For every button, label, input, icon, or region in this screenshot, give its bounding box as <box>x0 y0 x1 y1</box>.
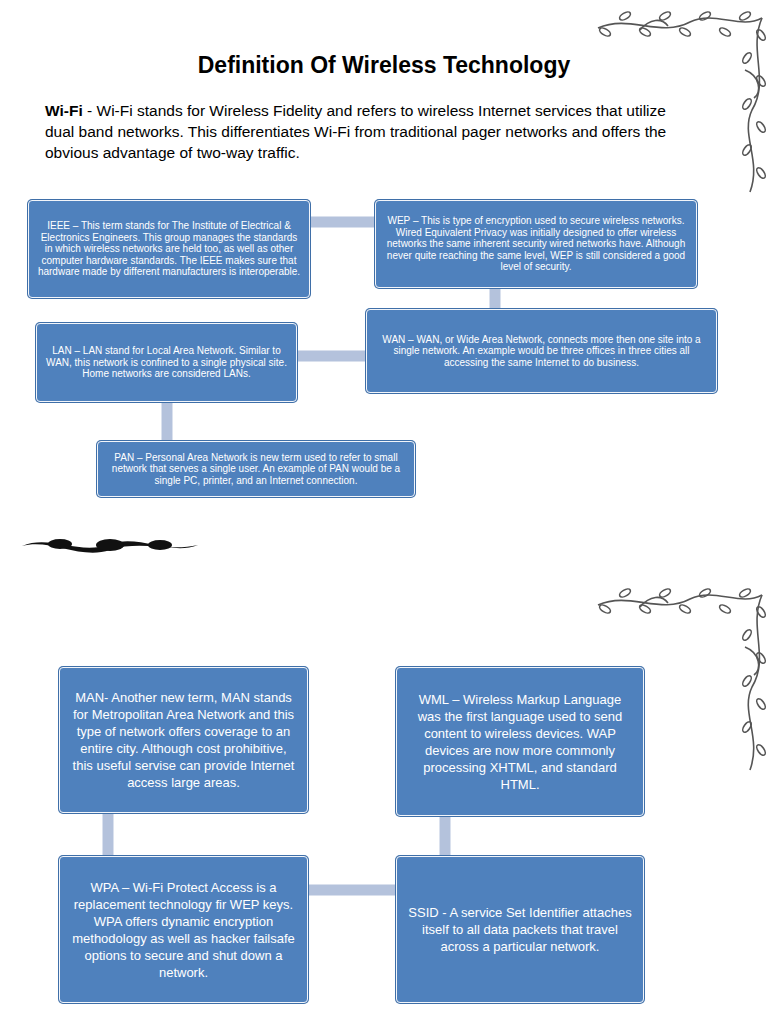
definition-box: PAN – Personal Area Network is new term … <box>97 441 415 497</box>
definition-box: SSID - A service Set Identifier attaches… <box>396 856 644 1003</box>
flourish <box>22 539 198 553</box>
leaf <box>755 120 767 133</box>
definition-box: WAN – WAN, or Wide Area Network, connect… <box>366 309 717 393</box>
definition-box: LAN – LAN stand for Local Area Network. … <box>36 323 297 402</box>
connector-bar <box>297 351 366 362</box>
intro-paragraph: Wi-Fi - Wi-Fi stands for Wireless Fideli… <box>45 100 685 163</box>
leaf <box>741 51 753 64</box>
leaf <box>741 628 753 641</box>
box-text: IEEE – This term stands for The Institut… <box>36 220 302 278</box>
box-text: PAN – Personal Area Network is new term … <box>105 452 407 487</box>
leaf <box>698 587 711 598</box>
definition-box: WML – Wireless Markup Language was the f… <box>396 667 644 816</box>
connector-bar <box>162 402 173 441</box>
leaf <box>741 97 753 110</box>
corner-vine <box>598 10 767 192</box>
leaf <box>678 603 691 614</box>
leaf <box>658 587 671 598</box>
leaf <box>638 26 651 37</box>
connector-bar <box>490 288 501 309</box>
leaf <box>678 26 691 37</box>
box-text: WAN – WAN, or Wide Area Network, connect… <box>374 334 709 369</box>
connector-bar <box>103 813 114 856</box>
leaf <box>738 10 751 21</box>
leaf <box>658 10 671 21</box>
leaf <box>755 166 767 179</box>
leaf <box>755 651 767 664</box>
leaf <box>741 674 753 687</box>
definition-box: WPA – Wi-Fi Protect Access is a replacem… <box>59 856 308 1003</box>
term-heading: Wi-Fi <box>45 102 83 119</box>
leaf <box>718 603 731 614</box>
leaf <box>755 743 767 756</box>
leaf <box>598 603 611 614</box>
page-title: Definition Of Wireless Technology <box>0 52 768 79</box>
definition-box: IEEE – This term stands for The Institut… <box>28 200 310 298</box>
box-text: SSID - A service Set Identifier attaches… <box>407 904 633 955</box>
box-text: WML – Wireless Markup Language was the f… <box>407 691 633 793</box>
leaf <box>755 28 767 41</box>
leaf <box>755 697 767 710</box>
box-text: WPA – Wi-Fi Protect Access is a replacem… <box>70 879 297 981</box>
box-text: MAN- Another new term, MAN stands for Me… <box>70 689 297 791</box>
leaf <box>718 26 731 37</box>
definition-box: MAN- Another new term, MAN stands for Me… <box>59 667 308 813</box>
connector-bar <box>440 816 451 856</box>
leaf <box>755 74 767 87</box>
box-text: WEP – This is type of encryption used to… <box>383 215 689 273</box>
box-text: LAN – LAN stand for Local Area Network. … <box>44 345 289 380</box>
leaf <box>698 10 711 21</box>
leaf <box>638 603 651 614</box>
leaf <box>741 143 753 156</box>
leaf <box>618 10 631 21</box>
leaf <box>738 587 751 598</box>
leaf <box>618 587 631 598</box>
leaf <box>741 720 753 733</box>
connector-bar <box>310 217 375 228</box>
connector-bar <box>308 885 396 896</box>
definition-text: - Wi-Fi stands for Wireless Fidelity and… <box>45 102 666 161</box>
leaf <box>755 605 767 618</box>
leaf <box>598 26 611 37</box>
definition-box: WEP – This is type of encryption used to… <box>375 200 697 288</box>
